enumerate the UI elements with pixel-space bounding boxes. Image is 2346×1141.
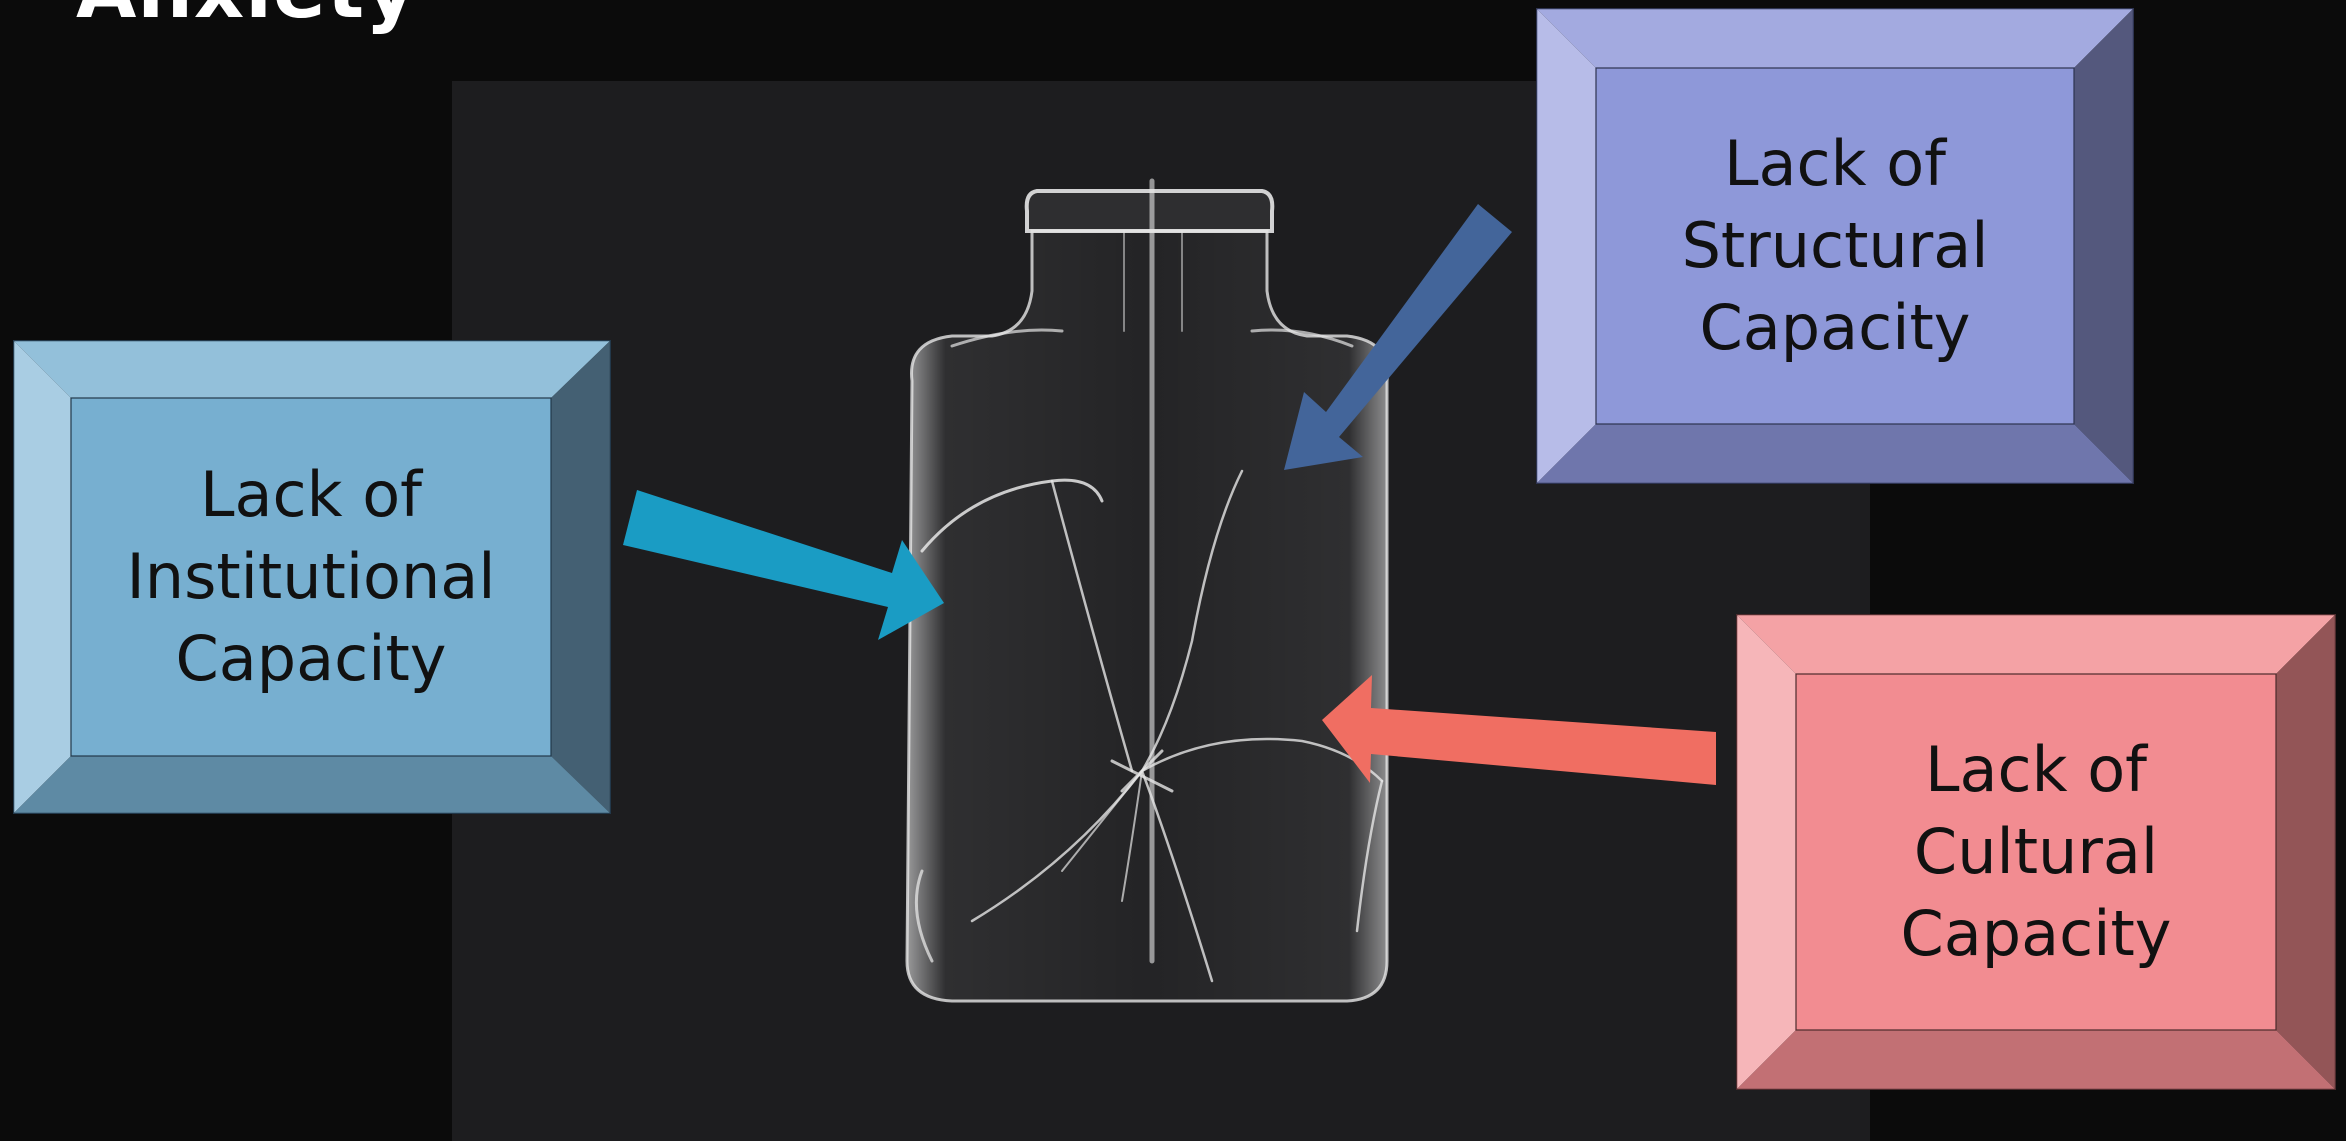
label-line: Lack of <box>1682 123 1989 205</box>
structural-capacity-box: Lack of Structural Capacity <box>1536 8 2134 484</box>
bevel-left <box>1736 614 1796 1090</box>
bevel-top <box>13 340 611 398</box>
label-line: Capacity <box>126 618 495 700</box>
bevel-top <box>1736 614 2336 674</box>
cultural-capacity-label: Lack of Cultural Capacity <box>1796 674 2276 1030</box>
cultural-capacity-box: Lack of Cultural Capacity <box>1736 614 2336 1090</box>
label-line: Cultural <box>1901 811 2172 893</box>
institutional-capacity-label: Lack of Institutional Capacity <box>71 398 551 756</box>
bevel-left <box>1536 8 1596 484</box>
arrow-structural <box>1284 204 1512 470</box>
label-line: Structural <box>1682 205 1989 287</box>
bevel-bottom <box>13 756 611 814</box>
bevel-bottom <box>1736 1030 2336 1090</box>
bevel-right <box>551 340 611 814</box>
bevel-right <box>2074 8 2134 484</box>
bevel-right <box>2276 614 2336 1090</box>
label-line: Lack of <box>126 454 495 536</box>
structural-capacity-label: Lack of Structural Capacity <box>1596 68 2074 424</box>
bevel-bottom <box>1536 424 2134 484</box>
label-line: Lack of <box>1901 729 2172 811</box>
label-line: Capacity <box>1901 893 2172 975</box>
label-line: Institutional <box>126 536 495 618</box>
arrow-institutional <box>623 490 944 640</box>
institutional-capacity-box: Lack of Institutional Capacity <box>13 340 611 814</box>
bevel-top <box>1536 8 2134 68</box>
bevel-left <box>13 340 71 814</box>
arrow-cultural <box>1322 675 1716 785</box>
label-line: Capacity <box>1682 287 1989 369</box>
